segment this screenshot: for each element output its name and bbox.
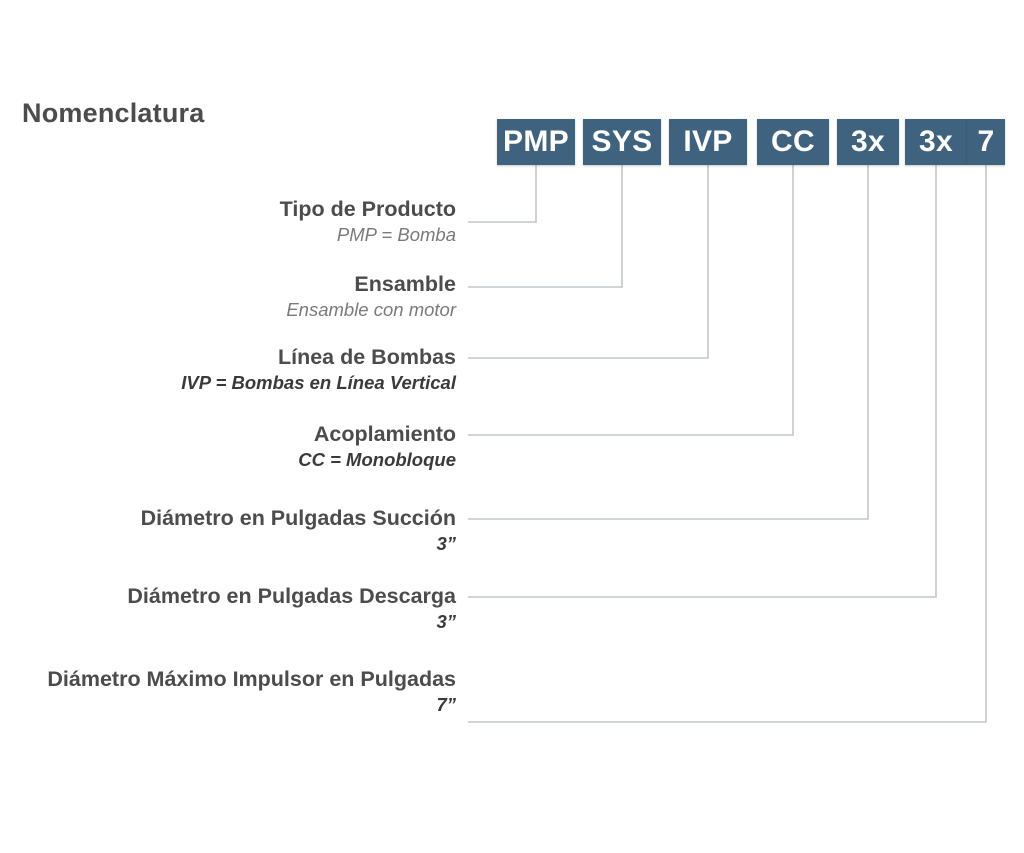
label-sub: 3”: [436, 611, 456, 633]
label-group: Diámetro en Pulgadas Succión 3”: [0, 506, 470, 555]
connector-line: [468, 165, 937, 598]
connector-line: [468, 165, 794, 436]
connector-line: [468, 165, 869, 520]
label-sub: IVP = Bombas en Línea Vertical: [181, 372, 456, 394]
label-main: Acoplamiento: [313, 422, 456, 446]
label-sub: Ensamble con motor: [286, 299, 456, 321]
label-sub: PMP = Bomba: [336, 224, 456, 246]
label-main: Diámetro en Pulgadas Descarga: [127, 584, 456, 608]
page-title: Nomenclatura: [22, 98, 205, 128]
code-box[interactable]: 7: [967, 119, 1005, 165]
connector-line: [468, 165, 709, 359]
code-box[interactable]: PMP: [497, 119, 575, 165]
label-main: Diámetro en Pulgadas Succión: [140, 506, 456, 530]
label-sub: 7”: [436, 694, 456, 716]
connector-line: [468, 165, 987, 723]
label-group: Acoplamiento CC = Monobloque: [0, 422, 470, 471]
label-main: Línea de Bombas: [277, 345, 456, 369]
code-box[interactable]: 3x: [905, 119, 967, 165]
code-box[interactable]: CC: [757, 119, 829, 165]
label-sub: CC = Monobloque: [298, 449, 456, 471]
label-main: Diámetro Máximo Impulsor en Pulgadas: [47, 667, 456, 691]
code-box[interactable]: IVP: [669, 119, 747, 165]
connector-line: [468, 165, 537, 223]
code-box[interactable]: 3x: [837, 119, 899, 165]
label-group: Diámetro en Pulgadas Descarga 3”: [0, 584, 470, 633]
connector-line: [468, 165, 623, 288]
label-group: Diámetro Máximo Impulsor en Pulgadas 7”: [0, 667, 470, 716]
label-sub: 3”: [436, 533, 456, 555]
code-box[interactable]: SYS: [583, 119, 661, 165]
label-main: Tipo de Producto: [279, 197, 456, 221]
label-main: Ensamble: [354, 272, 456, 296]
